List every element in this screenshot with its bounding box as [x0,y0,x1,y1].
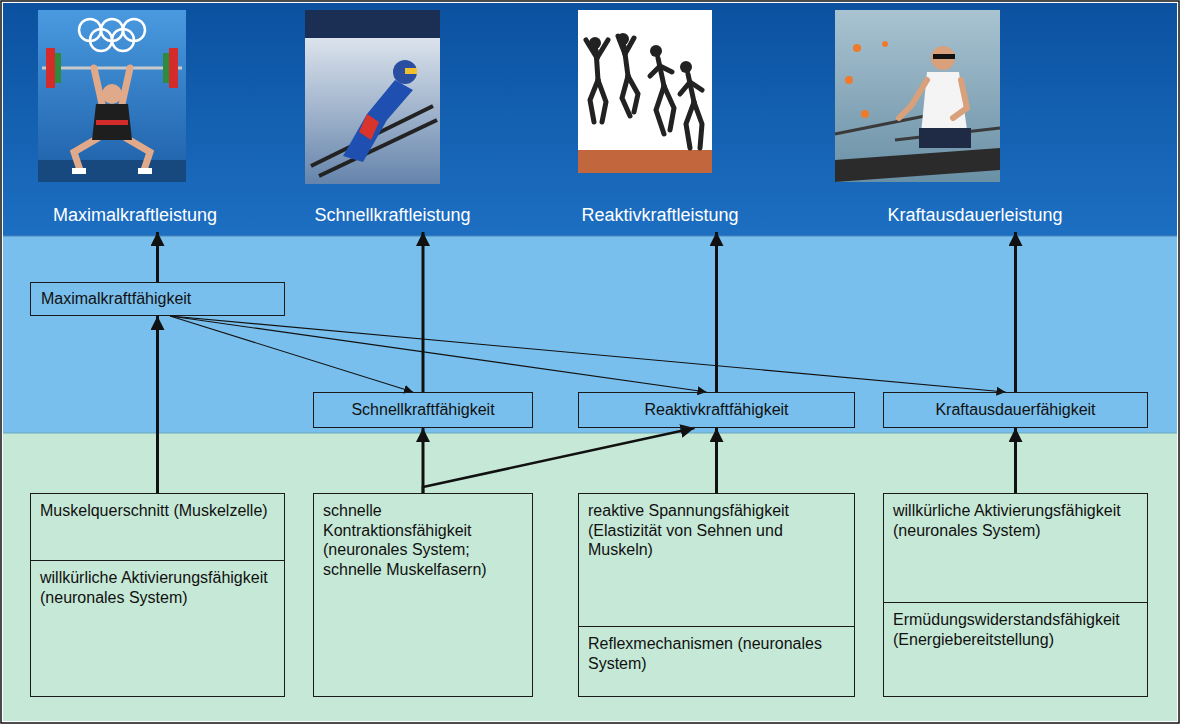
influence-arrow [170,316,707,392]
photo-ground [38,10,186,182]
factor-box: reaktive Spannungsfähigkeit (Elastizität… [578,493,855,697]
athlete-belt [96,120,128,125]
track [578,150,712,173]
ability-label: Reaktivkraftfähigkeit [589,400,844,419]
rower-sunglasses [933,54,955,59]
performance-panel: Schnellkraftleistung [295,8,490,232]
weight-plate [46,48,55,88]
performance-panel: Kraftausdauerleistung [840,8,1110,232]
weight-plate [163,53,169,83]
ability-label: Schnellkraftfähigkeit [324,400,522,419]
influence-arrow [170,316,1006,392]
olympic-rings [79,19,145,51]
main-arrow [1014,428,1017,493]
main-arrow [422,232,425,392]
main-arrow [715,232,718,392]
jumper-silhouettes [586,36,702,148]
barbell [42,67,182,70]
main-arrow [156,232,159,282]
factor-text: reaktive Spannungsfähigkeit (Elastizität… [579,494,854,626]
factor-text: Muskelquerschnitt (Muskelzelle) [31,494,284,560]
factor-text: Ermüdungswiderstandsfähigkeit (Energiebe… [884,602,1147,696]
athlete-limbs [74,68,150,170]
photo-ground [578,10,712,173]
ability-box: Reaktivkraftfähigkeit [578,392,855,428]
photo-ground [835,10,1000,182]
influence-arrow [423,428,695,493]
suit-accent [359,114,379,140]
main-arrow [1014,232,1017,392]
performance-panel: Maximalkraftleistung [30,8,240,232]
band-border [3,433,1177,434]
factor-text: willkürliche Aktivierungsfähigkeit (neur… [31,560,284,696]
ability-box: Kraftausdauerfähigkeit [883,392,1148,428]
band-border [3,236,1177,237]
jumper-suit [343,80,413,162]
ability-label: Maximalkraftfähigkeit [41,289,274,308]
main-arrow [156,316,159,493]
factor-text: schnelle Kontraktionsfähigkeit (neuronal… [314,494,532,696]
factor-band [3,433,1177,721]
rower-shorts [919,128,971,148]
factor-box: Muskelquerschnitt (Muskelzelle)willkürli… [30,493,285,697]
jump-sequence-photo [578,10,712,173]
jumper-helmet [393,60,417,84]
factor-box: willkürliche Aktivierungsfähigkeit (neur… [883,493,1148,697]
performance-label: Schnellkraftleistung [299,205,486,226]
ability-band [3,236,1177,433]
boat [835,148,1000,182]
rower-photo [835,10,1000,182]
buoys [845,41,888,118]
jumper-goggles [405,68,417,74]
rower-arms [899,80,967,118]
athlete-shoe [138,168,152,174]
performance-band [3,3,1177,236]
factor-box: schnelle Kontraktionsfähigkeit (neuronal… [313,493,533,697]
athlete-shoe [72,168,86,174]
platform [38,160,186,182]
weight-plate [55,53,61,83]
photo-ground [305,10,440,184]
athlete-head [102,84,122,104]
rower-head [931,46,955,70]
athlete-body [92,104,132,140]
main-arrow [422,428,425,493]
performance-panel: Reaktivkraftleistung [560,8,760,232]
performance-label: Reaktivkraftleistung [564,205,756,226]
sky-dark [305,10,440,38]
weightlifter-photo [38,10,186,182]
weight-plate [169,48,178,88]
ski-jumper-photo [305,10,440,184]
jumper-heads [589,33,692,73]
factor-text: Reflexmechanismen (neuronales System) [579,626,854,696]
main-arrow [715,428,718,493]
ability-box: Maximalkraftfähigkeit [30,282,285,316]
performance-label: Maximalkraftleistung [34,205,236,226]
factor-text: willkürliche Aktivierungsfähigkeit (neur… [884,494,1147,602]
ability-box: Schnellkraftfähigkeit [313,392,533,428]
ability-label: Kraftausdauerfähigkeit [894,400,1137,419]
performance-label: Kraftausdauerleistung [844,205,1106,226]
